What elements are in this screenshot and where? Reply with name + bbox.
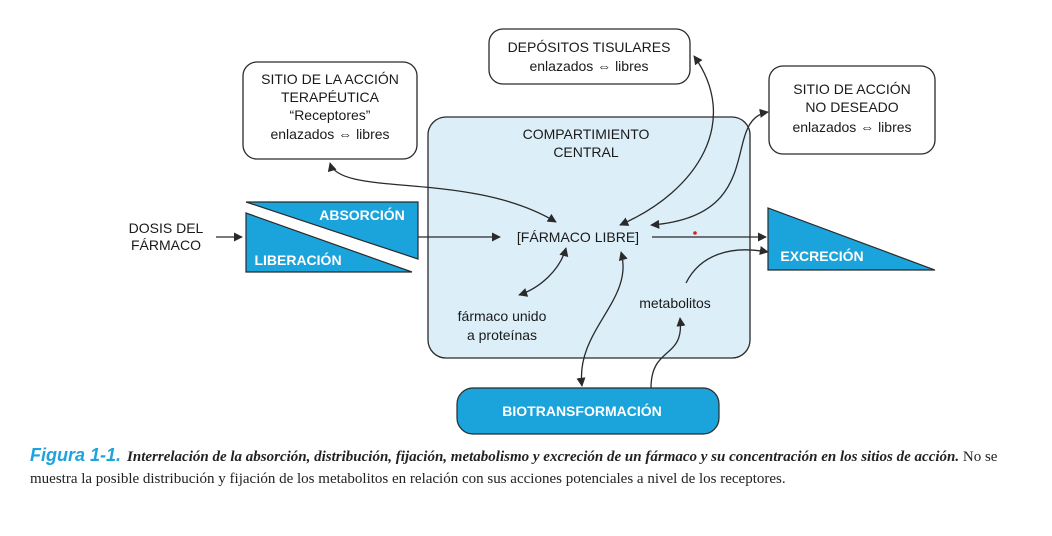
- metabolites-label: metabolitos: [639, 295, 711, 311]
- central-title-1: COMPARTIMIENTO: [523, 126, 650, 142]
- therapeutic-line-1: SITIO DE LA ACCIÓN: [261, 71, 399, 87]
- absorcion-label: ABSORCIÓN: [319, 206, 405, 223]
- protein-bound-line-2: a proteínas: [467, 327, 537, 343]
- undesired-line-3: enlazados ⇔ libres: [792, 119, 911, 135]
- dosis-label-2: FÁRMACO: [131, 237, 201, 253]
- excrecion-triangle: [767, 207, 936, 271]
- biotransformacion-box: [456, 387, 720, 435]
- deposits-line-1: DEPÓSITOS TISULARES: [508, 39, 671, 55]
- red-dot: [693, 231, 697, 235]
- pharmacokinetics-diagram: DOSIS DEL FÁRMACO ABSORCIÓN LIBERACIÓN S…: [129, 28, 936, 435]
- therapeutic-line-3: “Receptores”: [290, 107, 371, 123]
- metabolites-excretion-arrow: [685, 246, 769, 284]
- undesired-line-1: SITIO DE ACCIÓN: [793, 81, 910, 97]
- figure-label: Figura 1-1.: [30, 445, 122, 465]
- dosis-label-1: DOSIS DEL: [129, 220, 204, 236]
- free-biotransformation-arrow: [576, 251, 628, 387]
- excrecion-label: EXCRECIÓN: [780, 247, 863, 264]
- caption-plain-text: No se muestra la posible distribución y …: [30, 449, 998, 487]
- therapeutic-line-2: TERAPÉUTICA: [281, 89, 380, 105]
- protein-bound-line-1: fármaco unido: [458, 308, 547, 324]
- liberacion-triangle: [245, 212, 413, 273]
- biotransformation-metabolites-arrow: [650, 317, 686, 389]
- tissue-deposits-box: [488, 28, 691, 85]
- caption-bold-text: Interrelación de la absorción, distribuc…: [127, 449, 960, 465]
- therapeutic-free-arrow: [327, 162, 557, 223]
- therapeutic-line-4: enlazados ⇔ libres: [270, 126, 389, 142]
- liberacion-label: LIBERACIÓN: [254, 251, 341, 268]
- undesired-line-2: NO DESEADO: [805, 99, 898, 115]
- central-title-2: CENTRAL: [553, 144, 619, 160]
- biotransformacion-label: BIOTRANSFORMACIÓN: [502, 402, 661, 419]
- protein-bound-arrow: [518, 247, 569, 297]
- deposits-line-2: enlazados ⇔ libres: [529, 58, 648, 74]
- undesired-site-box: [768, 65, 936, 155]
- therapeutic-site-box: [242, 61, 418, 160]
- undesired-free-arrow: [650, 108, 769, 229]
- free-drug-label: [FÁRMACO LIBRE]: [517, 229, 639, 245]
- figure-caption: Figura 1-1. Interrelación de la absorción…: [30, 444, 1030, 490]
